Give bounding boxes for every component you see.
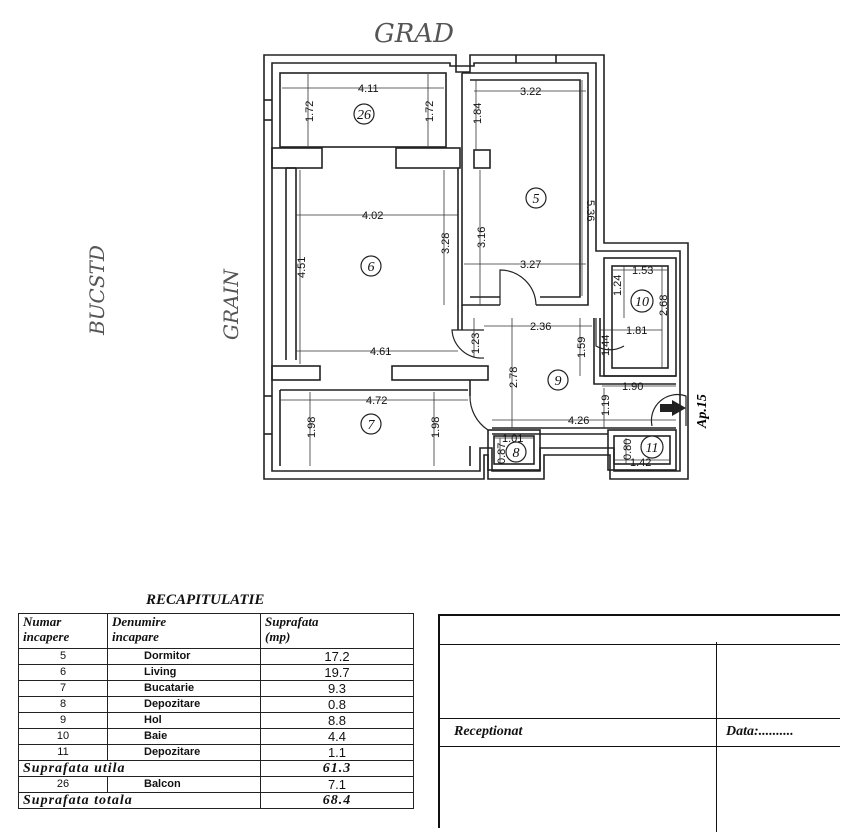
door-bedroom <box>499 269 537 306</box>
door-living <box>451 329 485 359</box>
door-entrance <box>650 393 687 427</box>
dim-label: 2.68 <box>658 295 670 316</box>
partition-living-kitchen <box>271 365 321 381</box>
dim-label: 4.11 <box>358 83 379 95</box>
dim-label: 1.72 <box>304 101 316 122</box>
room-8-number: 8 <box>513 446 520 461</box>
room-5-number: 5 <box>533 192 540 207</box>
dim-label: 1.23 <box>470 333 482 354</box>
door-bath <box>595 318 625 351</box>
storage-11-wall <box>607 429 677 471</box>
handwritten-left-near: GRAIN <box>219 268 243 340</box>
room-9-number: 9 <box>555 374 562 389</box>
room-6-number: 6 <box>368 260 375 275</box>
apartment-label: Ap.15 <box>695 394 710 429</box>
dim-label: 1.98 <box>306 417 318 438</box>
balcony-inner <box>279 72 447 148</box>
reception-stamp-box: Receptionat Data:.......... <box>438 614 840 832</box>
dim-label: 1.81 <box>626 325 647 337</box>
dim-label: 4.02 <box>362 210 383 222</box>
dim-label: 1.19 <box>600 395 612 416</box>
handwritten-top: GRAD <box>374 19 454 49</box>
outer-wall-inner <box>271 62 681 472</box>
dim-label: 1.01 <box>502 433 523 445</box>
dim-label: 1.98 <box>430 417 442 438</box>
date-label: Data:.......... <box>726 724 794 739</box>
dim-label: 1.90 <box>622 381 643 393</box>
dim-label: 5.36 <box>584 200 596 221</box>
recap-title: RECAPITULATIE <box>146 592 265 608</box>
dim-label: 1.53 <box>632 265 653 277</box>
room-7-number: 7 <box>368 418 376 433</box>
door-kitchen <box>469 395 489 431</box>
dim-label: 0.80 <box>622 439 634 460</box>
dim-label: 2.78 <box>508 367 520 388</box>
outer-wall <box>263 54 689 480</box>
room-26-number: 26 <box>357 108 371 123</box>
dim-label: 1.24 <box>612 275 624 296</box>
entrance-arrow-icon <box>660 400 686 416</box>
dim-label: 1.44 <box>600 335 612 356</box>
dim-label: 4.61 <box>370 346 391 358</box>
dim-label: 2.36 <box>530 321 551 333</box>
dim-label: 3.27 <box>520 259 541 271</box>
header-area: Suprafata(mp) <box>260 613 414 649</box>
dim-label: 3.22 <box>520 86 541 98</box>
dim-label: 3.16 <box>476 227 488 248</box>
dim-label: 4.26 <box>568 415 589 427</box>
dim-label: 1.59 <box>576 337 588 358</box>
dim-label: 1.84 <box>472 103 484 124</box>
dim-label: 4.72 <box>366 395 387 407</box>
storage-8-wall <box>487 429 541 471</box>
received-label: Receptionat <box>454 724 523 739</box>
floor-plan: GRAD BUCSTD GRAIN 26 5 6 10 9 7 8 11 4.1… <box>85 19 710 480</box>
dim-label: 3.28 <box>440 233 452 254</box>
handwritten-left-far: BUCSTD <box>85 245 109 336</box>
dim-label: 1.42 <box>630 457 651 469</box>
dim-label: 4.51 <box>296 257 308 278</box>
room-10-number: 10 <box>635 295 649 310</box>
room-11-number: 11 <box>646 441 659 456</box>
dim-label: 1.72 <box>424 101 436 122</box>
dim-label: 0.87 <box>496 443 508 464</box>
